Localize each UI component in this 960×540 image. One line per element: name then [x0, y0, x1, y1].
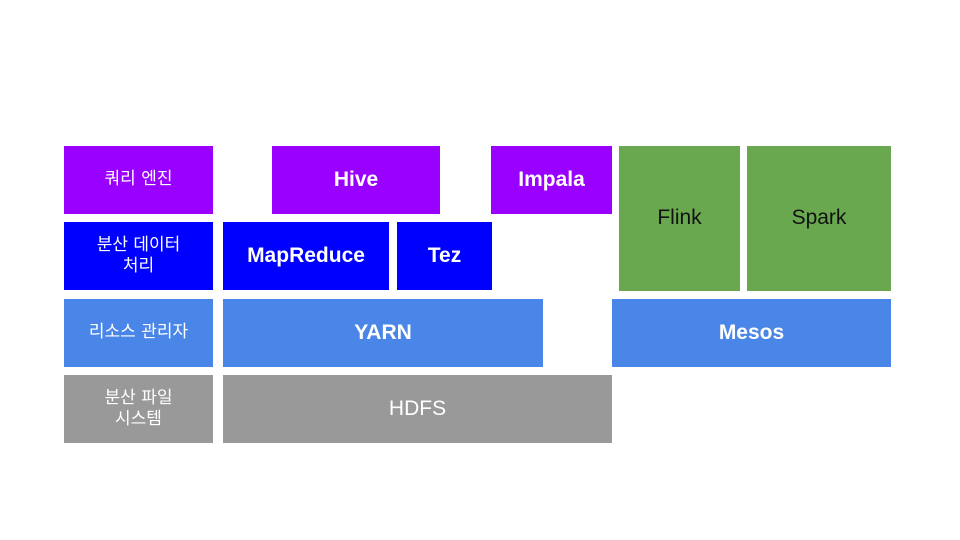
row-label-query-engine: 쿼리 엔진 [64, 146, 213, 214]
tez-block: Tez [397, 222, 492, 290]
row-label-distributed-file-system: 분산 파일 시스템 [64, 375, 213, 443]
mesos-block: Mesos [612, 299, 891, 367]
hive-block: Hive [272, 146, 440, 214]
row-label-resource-manager: 리소스 관리자 [64, 299, 213, 367]
impala-block: Impala [491, 146, 612, 214]
yarn-block: YARN [223, 299, 543, 367]
hdfs-block: HDFS [223, 375, 612, 443]
flink-block: Flink [619, 146, 740, 291]
mapreduce-block: MapReduce [223, 222, 389, 290]
spark-block: Spark [747, 146, 891, 291]
row-label-distributed-processing: 분산 데이터 처리 [64, 222, 213, 290]
